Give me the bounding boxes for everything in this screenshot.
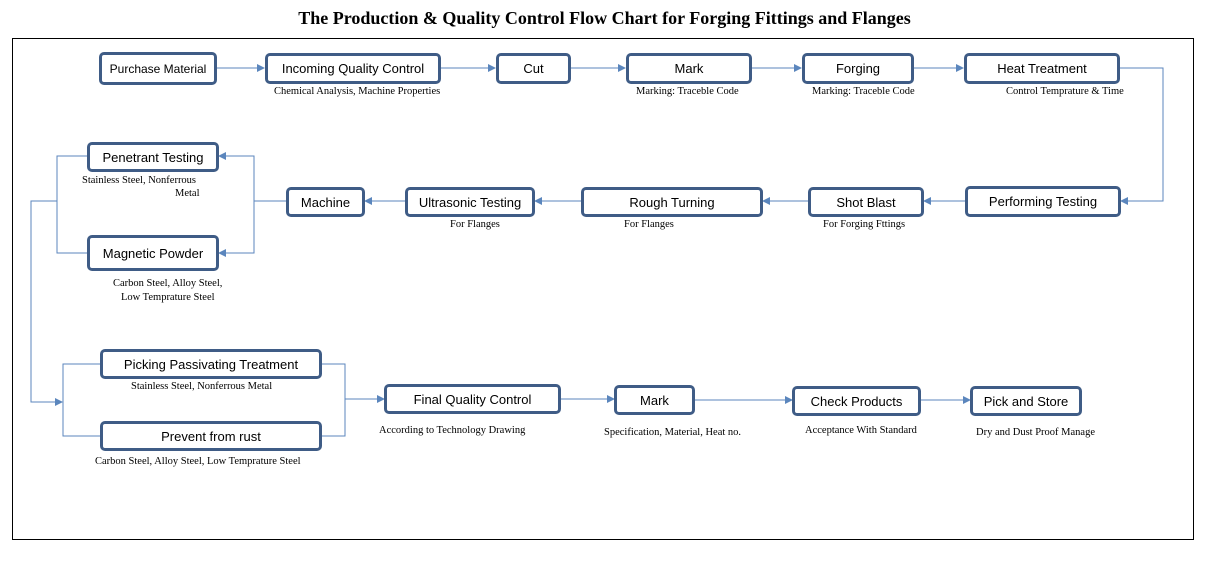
step-final-quality-control: Final Quality Control — [384, 384, 561, 414]
line-merge-down — [30, 200, 63, 406]
note-forging: Marking: Traceble Code — [812, 86, 915, 97]
line-surface-merge — [322, 363, 346, 437]
chart-title: The Production & Quality Control Flow Ch… — [298, 8, 911, 28]
note-picking-passivating: Stainless Steel, Nonferrous Metal — [131, 381, 273, 392]
note-mark-2: Specification, Material, Heat no. — [604, 427, 742, 438]
step-check-products: Check Products — [792, 386, 921, 416]
step-shot-blast: Shot Blast — [808, 187, 924, 217]
note-check-products: Acceptance With Standard — [805, 425, 917, 436]
step-incoming-quality-control: Incoming Quality Control — [265, 53, 441, 84]
note-final-quality-control: According to Technology Drawing — [379, 425, 526, 436]
step-cut: Cut — [496, 53, 571, 84]
line-penetrant-merge — [56, 155, 87, 254]
step-penetrant-testing: Penetrant Testing — [87, 142, 219, 172]
step-ultrasonic-testing: Ultrasonic Testing — [405, 187, 535, 217]
line-surface-branch — [62, 363, 100, 437]
note-prevent-from-rust: Carbon Steel, Alloy Steel, Low Tempratur… — [95, 456, 301, 467]
step-performing-testing: Performing Testing — [965, 186, 1121, 217]
note-shot-blast: For Forging Fttings — [823, 219, 906, 230]
diagram-frame — [12, 38, 1194, 540]
note-pick-and-store: Dry and Dust Proof Manage — [976, 427, 1095, 438]
step-rough-turning: Rough Turning — [581, 187, 763, 217]
step-machine: Machine — [286, 187, 365, 217]
note-ultrasonic-testing: For Flanges — [450, 219, 500, 230]
arrow-to-magnetic — [218, 201, 255, 257]
step-magnetic-powder: Magnetic Powder — [87, 235, 219, 271]
note-penetrant-line2: Metal — [175, 188, 200, 199]
step-forging: Forging — [802, 53, 914, 84]
arrow-to-penetrant — [218, 152, 255, 201]
step-mark-1: Mark — [626, 53, 752, 84]
note-mark-1: Marking: Traceble Code — [636, 86, 739, 97]
step-purchase-material: Purchase Material — [99, 52, 217, 85]
note-penetrant-line1: Stainless Steel, Nonferrous — [82, 175, 197, 186]
note-incoming-quality-control: Chemical Analysis, Machine Properties — [274, 86, 441, 97]
arrow-heat-to-performing — [1120, 67, 1164, 205]
step-prevent-from-rust: Prevent from rust — [100, 421, 322, 451]
note-heat-treatment: Control Temprature & Time — [1006, 86, 1124, 97]
step-mark-2: Mark — [614, 385, 695, 415]
note-rough-turning: For Flanges — [624, 219, 674, 230]
step-picking-passivating-treatment: Picking Passivating Treatment — [100, 349, 322, 379]
note-magnetic-line2: Low Temprature Steel — [121, 292, 215, 303]
step-pick-and-store: Pick and Store — [970, 386, 1082, 416]
step-heat-treatment: Heat Treatment — [964, 53, 1120, 84]
note-magnetic-line1: Carbon Steel, Alloy Steel, — [113, 278, 223, 289]
